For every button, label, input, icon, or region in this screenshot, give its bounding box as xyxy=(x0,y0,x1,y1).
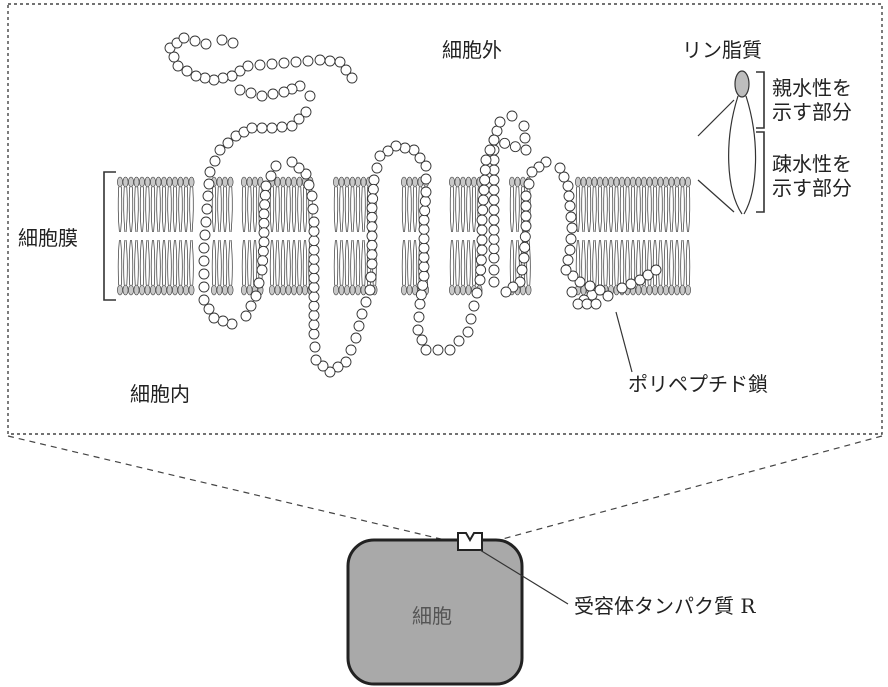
label-hydrophobic: 疎水性を 示す部分 xyxy=(772,152,852,200)
label-hydrophilic: 親水性を 示す部分 xyxy=(772,76,852,124)
label-intracellular: 細胞内 xyxy=(130,382,190,406)
label-receptor: 受容体タンパク質 R xyxy=(574,594,756,618)
polypeptide-pointer xyxy=(615,311,633,373)
label-hydrophobic-line-1: 疎水性を xyxy=(772,152,852,176)
lipid-block xyxy=(269,176,314,296)
label-hydrophilic-line-1: 親水性を xyxy=(772,76,852,100)
polypeptide-chain xyxy=(164,32,662,378)
hydrophobic-bracket xyxy=(756,131,765,213)
cell xyxy=(346,538,524,686)
label-cell: 細胞 xyxy=(412,604,452,628)
label-membrane: 細胞膜 xyxy=(18,226,78,250)
phospholipid-callout xyxy=(697,70,765,215)
hydrophilic-bracket xyxy=(756,71,765,129)
label-hydrophobic-line-2: 示す部分 xyxy=(772,176,852,200)
label-hydrophilic-line-2: 示す部分 xyxy=(772,100,852,124)
lipid-block xyxy=(575,176,691,296)
phospholipid-tail-right xyxy=(743,95,757,215)
label-polypeptide: ポリペプチド鎖 xyxy=(628,372,768,396)
phospholipid-head xyxy=(734,70,750,98)
projection-line-right xyxy=(483,435,883,545)
lipid-block xyxy=(117,176,195,296)
receptor-pointer xyxy=(479,549,569,605)
lipid-block xyxy=(211,176,234,296)
label-extracellular: 細胞外 xyxy=(442,38,502,62)
receptor-protein-r xyxy=(457,532,483,551)
phospholipid-tail-left xyxy=(728,95,743,215)
label-phospholipid: リン脂質 xyxy=(682,38,762,62)
membrane-bracket xyxy=(103,171,116,301)
zoom-frame xyxy=(7,3,883,435)
projection-line-left xyxy=(7,435,463,545)
